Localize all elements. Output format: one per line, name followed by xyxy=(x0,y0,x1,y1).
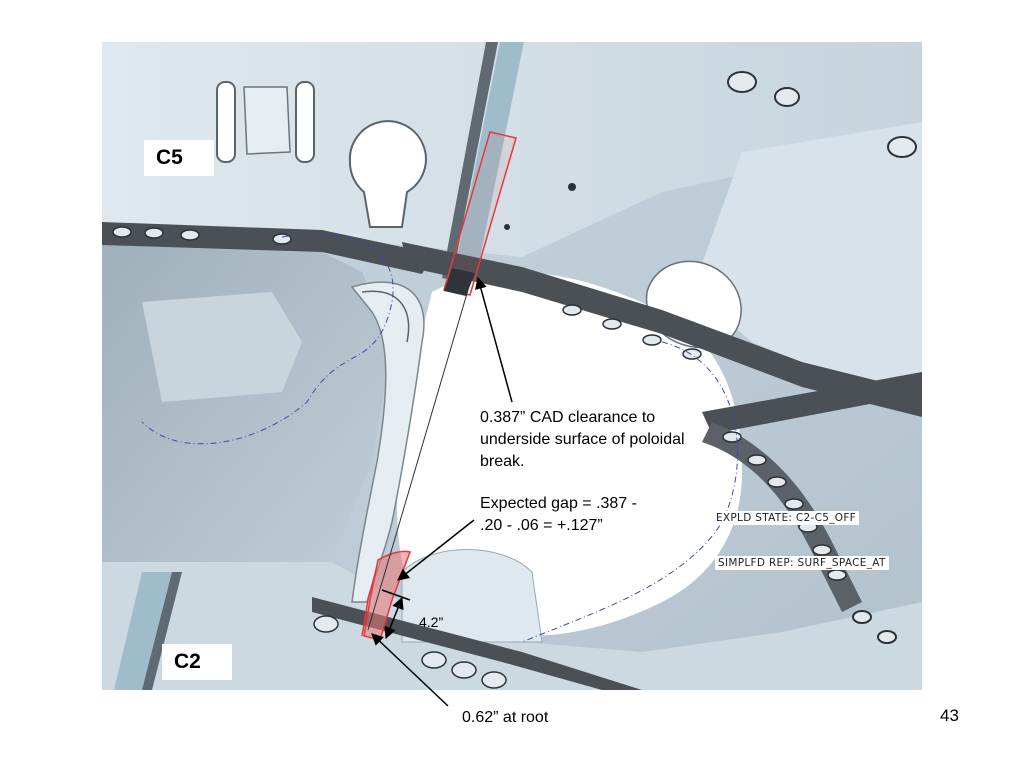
cad-status-simplified-rep: SIMPLFD REP: SURF_SPACE_AT xyxy=(715,556,889,570)
slot-right xyxy=(295,81,315,163)
insulation-strip-lower xyxy=(114,572,172,690)
expected-gap-line-1: Expected gap = .387 - xyxy=(480,495,637,512)
dimension-label: 4.2” xyxy=(419,614,444,630)
mounting-plate xyxy=(243,86,291,155)
expected-gap-line-2: .20 - .06 = +.127” xyxy=(480,517,603,534)
lower-dome xyxy=(401,549,543,643)
root-callout: 0.62” at root xyxy=(462,709,549,726)
rim-holes xyxy=(112,226,702,360)
leader-clearance xyxy=(475,276,513,403)
hidden-line-1 xyxy=(141,233,394,445)
leader-root xyxy=(371,633,449,707)
upper-highlight-box xyxy=(443,131,517,296)
label-c5: C5 xyxy=(144,140,214,176)
label-c2: C2 xyxy=(162,644,232,680)
right-plate xyxy=(692,122,922,402)
slot-left xyxy=(216,81,236,163)
clearance-callout: 0.387” CAD clearance to underside surfac… xyxy=(480,409,685,470)
insulation-strip-upper xyxy=(452,42,524,287)
dimension-arrow xyxy=(384,596,404,640)
central-opening xyxy=(397,272,742,636)
c2-casting xyxy=(102,562,922,690)
keyhole-opening xyxy=(348,120,427,228)
leader-expected-gap xyxy=(397,519,475,581)
hidden-line-2 xyxy=(521,341,738,643)
right-rim-band xyxy=(702,372,922,434)
cad-status-exploded-state: EXPLD STATE: C2-C5_OFF xyxy=(713,511,859,525)
slide-number: 43 xyxy=(940,706,959,725)
